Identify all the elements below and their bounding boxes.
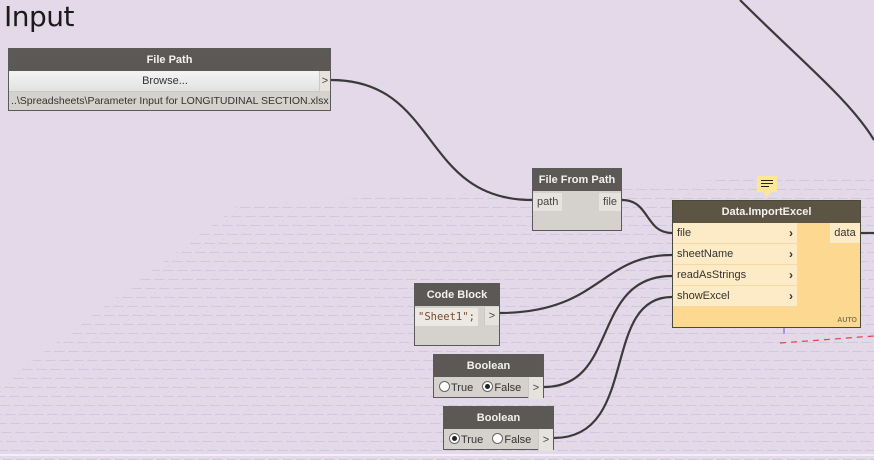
input-port-path[interactable]: path [533,193,563,211]
input-port-readasstrings[interactable]: readAsStrings› [673,265,797,286]
boolean-node-2[interactable]: Boolean True False > [443,406,554,451]
file-path-value: ..\Spreadsheets\Parameter Input for LONG… [11,95,329,107]
import-excel-node[interactable]: Data.ImportExcel file› sheetName› readAs… [672,200,861,328]
lacing-label: AUTO [837,317,857,324]
chevron-right-icon: › [789,247,793,261]
browse-button[interactable]: Browse... [9,71,321,92]
radio-false[interactable]: False [482,381,521,394]
node-title: Boolean [434,355,543,377]
file-from-path-node[interactable]: File From Path path file [532,168,622,231]
connection-wires [330,0,874,440]
node-title: Code Block [415,284,499,306]
output-port-data[interactable]: data [830,223,860,243]
output-port[interactable]: > [319,71,330,91]
code-block-node[interactable]: Code Block "Sheet1"; > [414,283,500,346]
output-port-file[interactable]: file [598,193,621,211]
chevron-right-icon: › [789,226,793,240]
boolean-node-1[interactable]: Boolean True False > [433,354,544,399]
input-port-showexcel[interactable]: showExcel› [673,286,797,307]
radio-true[interactable]: True [439,381,473,394]
file-path-node[interactable]: File Path Browse... > ..\Spreadsheets\Pa… [8,48,331,111]
group-title: Input [4,0,75,33]
radio-true[interactable]: True [449,433,483,446]
node-title: Boolean [444,407,553,429]
output-port[interactable]: > [538,429,553,451]
node-title: File Path [9,49,330,71]
radio-false[interactable]: False [492,433,531,446]
code-editor[interactable]: "Sheet1"; [415,308,478,326]
chevron-right-icon: › [789,268,793,282]
comment-icon[interactable] [757,176,777,197]
chevron-right-icon: › [789,289,793,303]
node-title: Data.ImportExcel [673,201,860,223]
input-port-sheetname[interactable]: sheetName› [673,244,797,265]
output-port[interactable]: > [484,307,499,325]
input-port-file[interactable]: file› [673,223,797,244]
output-port[interactable]: > [528,377,543,399]
node-title: File From Path [533,169,621,191]
